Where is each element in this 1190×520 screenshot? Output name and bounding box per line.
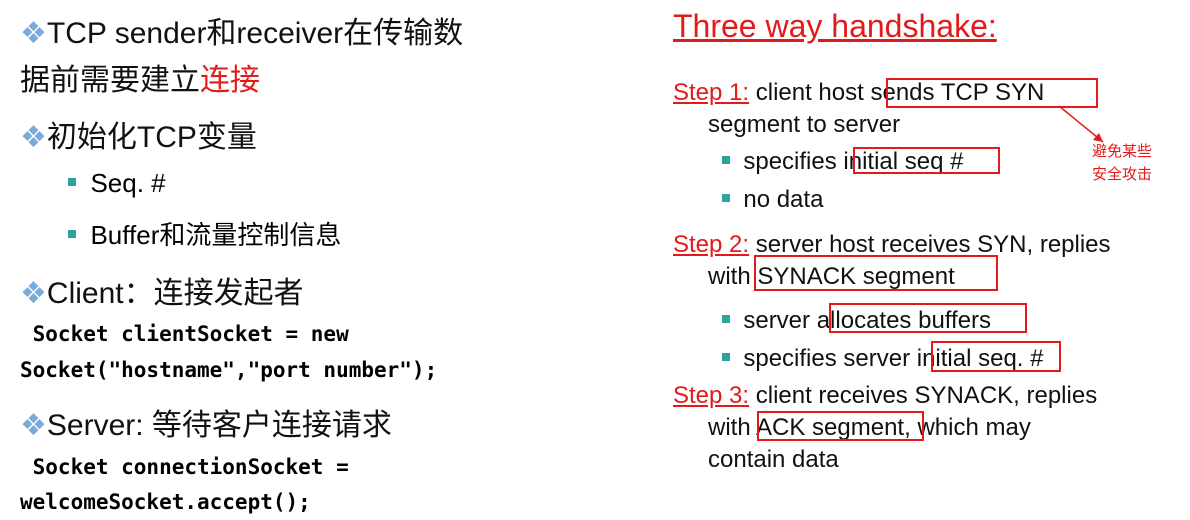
square-bullet-icon xyxy=(722,352,730,361)
highlight-box xyxy=(931,341,1061,372)
line-init-vars: ❖初始化TCP变量 xyxy=(20,121,257,154)
step1-line2: segment to server xyxy=(708,111,901,138)
highlight-box xyxy=(853,147,1000,174)
step2-label: Step 2: xyxy=(673,231,750,258)
highlight-box xyxy=(829,303,1027,333)
annotation-note-1: 避免某些 xyxy=(1092,143,1153,160)
square-bullet-icon xyxy=(68,230,76,239)
sub-buffer: Buffer和流量控制信息 xyxy=(68,215,341,252)
diamond-bullet-icon: ❖ xyxy=(20,409,47,442)
step2-line: Step 2: server host receives SYN, replie… xyxy=(673,231,1111,258)
code-server-2: welcomeSocket.accept(); xyxy=(20,490,311,514)
line-server: ❖Server: 等待客户连接请求 xyxy=(20,409,392,442)
step1-bullet1: specifies initial seq # xyxy=(722,148,963,176)
diamond-bullet-icon: ❖ xyxy=(20,121,47,154)
highlight-box xyxy=(757,411,924,441)
step1-bullet2: no data xyxy=(722,186,823,214)
code-server-1: Socket connectionSocket = xyxy=(20,455,349,479)
step3-line2: with ACK segment, which may xyxy=(708,414,1031,441)
handshake-title: Three way handshake: xyxy=(673,8,997,44)
step3-line3: contain data xyxy=(708,446,839,473)
code-client-2: Socket("hostname","port number"); xyxy=(20,358,438,382)
square-bullet-icon xyxy=(722,193,730,202)
line-connection: 据前需要建立连接 xyxy=(20,64,260,97)
step2-bullet2: specifies server initial seq. # xyxy=(722,345,1043,373)
step1-label: Step 1: xyxy=(673,79,750,106)
highlight-box xyxy=(754,255,998,291)
line-tcp-sender: ❖TCP sender和receiver在传输数 xyxy=(20,17,464,50)
step2-bullet1: server allocates buffers xyxy=(722,307,991,335)
sub-seq: Seq. # xyxy=(68,168,166,199)
annotation-arrow xyxy=(1058,105,1104,143)
diamond-bullet-icon: ❖ xyxy=(20,277,47,310)
square-bullet-icon xyxy=(68,178,76,187)
square-bullet-icon xyxy=(722,155,730,164)
line-client: ❖Client：连接发起者 xyxy=(20,277,304,310)
step1-line: Step 1: client host sends TCP SYN xyxy=(673,79,1045,106)
diamond-bullet-icon: ❖ xyxy=(20,17,47,50)
square-bullet-icon xyxy=(722,314,730,323)
highlight-box xyxy=(886,78,1098,108)
annotation-note-2: 安全攻击 xyxy=(1092,166,1153,183)
step3-line: Step 3: client receives SYNACK, replies xyxy=(673,382,1098,409)
step3-label: Step 3: xyxy=(673,382,750,409)
code-client-1: Socket clientSocket = new xyxy=(20,322,349,346)
step2-line2: with SYNACK segment xyxy=(708,263,955,290)
